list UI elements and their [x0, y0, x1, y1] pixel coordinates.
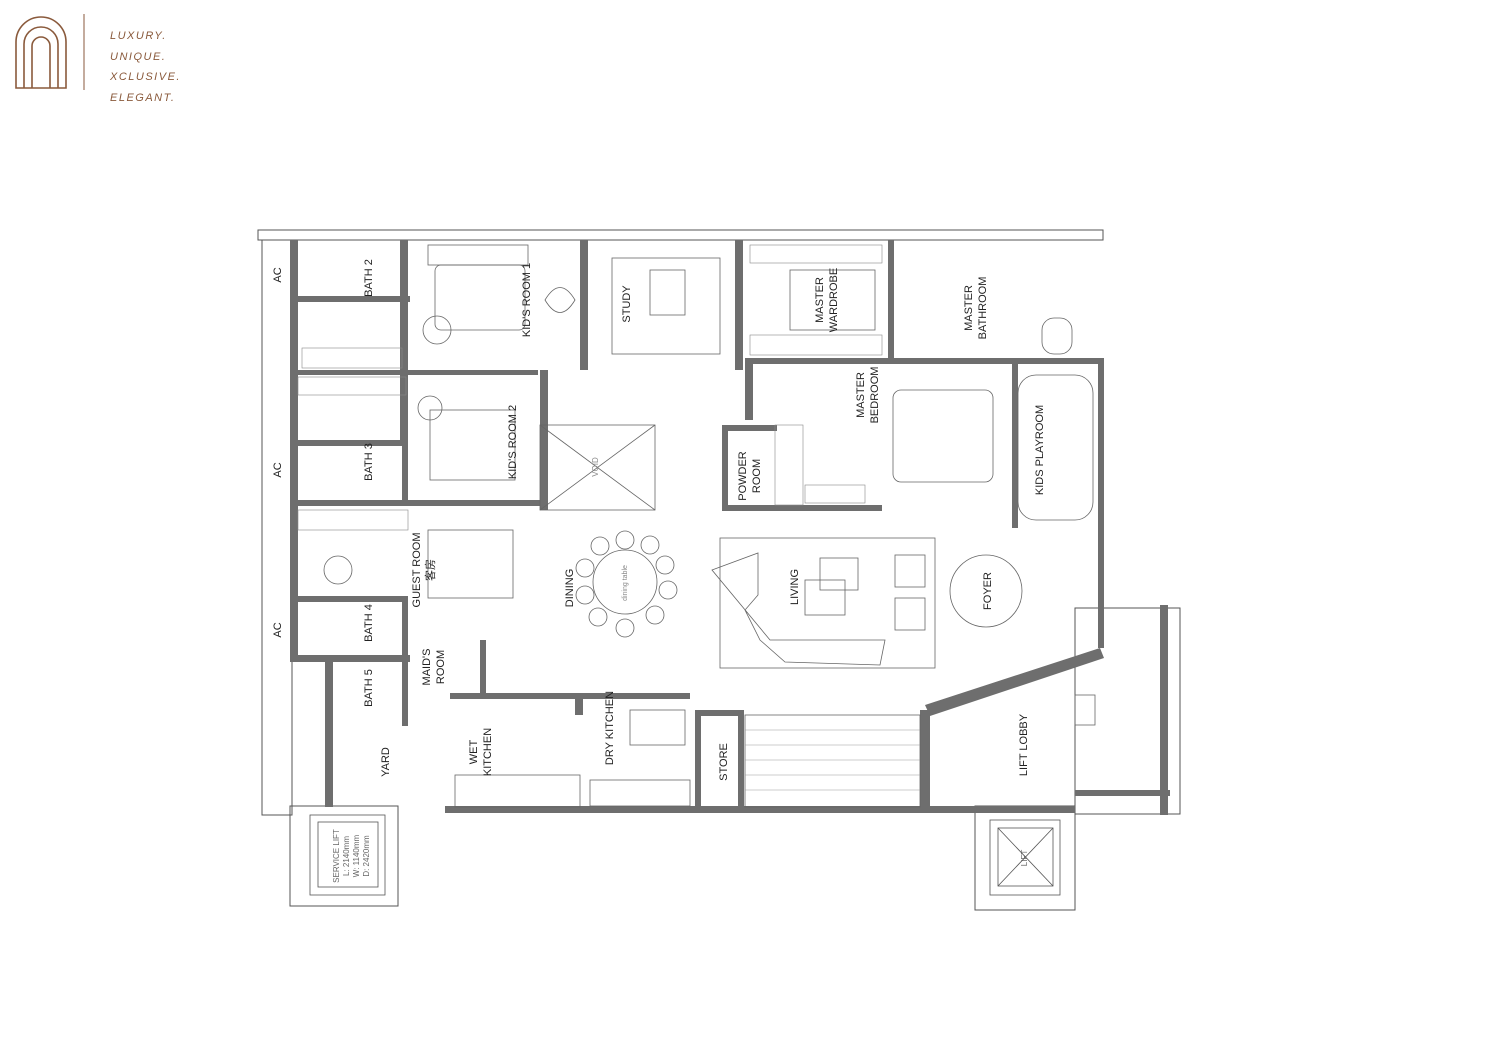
label-guest-room-cn: 客房: [423, 559, 437, 581]
label-study: STUDY: [621, 285, 633, 323]
bed-guest: [427, 529, 514, 599]
label-maids-room-line1: MAID'S: [421, 649, 433, 686]
label-service-lift: SERVICE LIFT: [332, 829, 341, 883]
label-powder-room-line2: ROOM: [751, 459, 763, 493]
tagline-line-2: UNIQUE.: [110, 50, 167, 63]
playroom-rug: [1017, 374, 1094, 521]
bed-master: [892, 389, 994, 483]
label-master-bedroom-line2: BEDROOM: [869, 367, 881, 424]
living-rug: [719, 537, 936, 669]
tagline-line-1: LUXURY.: [110, 30, 167, 42]
walls: [290, 240, 1170, 815]
label-guest-room: GUEST ROOM: [411, 533, 423, 608]
label-ac-3: AC: [272, 622, 284, 637]
label-bath-3: BATH 3: [363, 443, 375, 481]
label-service-lift-l: L: 2140mm: [342, 836, 351, 876]
label-ac-1: AC: [272, 267, 284, 282]
brand-arch-logo-icon: [15, 16, 67, 89]
label-bath-2: BATH 2: [363, 259, 375, 297]
top-ledge: [257, 229, 1104, 241]
label-living: LIVING: [789, 569, 801, 605]
label-dining-table: dining table: [622, 565, 629, 601]
tagline-line-3: XCLUSIVE.: [110, 71, 181, 83]
label-store: STORE: [718, 743, 730, 781]
furniture: [427, 244, 1096, 808]
wardrobe-island: [789, 269, 876, 331]
label-kids-room-2: KID'S ROOM 2: [507, 405, 519, 479]
bed-kids1: [434, 264, 526, 331]
label-wet-kitchen-line1: WET: [468, 740, 480, 765]
label-master-wardrobe-line2: WARDROBE: [828, 268, 840, 332]
label-ac-2: AC: [272, 462, 284, 477]
label-kids-room-1: KID'S ROOM 1: [521, 263, 533, 337]
label-bath-5: BATH 5: [363, 669, 375, 707]
brand-block: LUXURY. UNIQUE. XCLUSIVE. ELEGANT.: [14, 12, 214, 104]
label-service-lift-d: D: 2420mm: [362, 835, 371, 877]
label-void: VOID: [591, 457, 600, 477]
label-yard: YARD: [380, 747, 392, 777]
tagline-line-4: ELEGANT.: [110, 91, 176, 104]
dining-set: [323, 315, 1023, 638]
label-dining: DINING: [564, 569, 576, 608]
label-service-lift-w: W: 1140mm: [352, 834, 361, 877]
label-master-wardrobe-line1: MASTER: [814, 277, 826, 323]
label-master-bedroom-line1: MASTER: [855, 372, 867, 418]
label-lift-lobby: LIFT LOBBY: [1018, 713, 1030, 776]
label-maids-room-line2: ROOM: [435, 650, 447, 684]
label-dry-kitchen: DRY KITCHEN: [604, 691, 616, 765]
label-master-bathroom-line1: MASTER: [963, 285, 975, 331]
label-wet-kitchen-line2: KITCHEN: [482, 728, 494, 776]
label-foyer: FOYER: [982, 572, 994, 610]
bed-kids2: [429, 409, 516, 481]
brand-tagline: LUXURY. UNIQUE. XCLUSIVE. ELEGANT.: [110, 26, 181, 108]
label-bath-4: BATH 4: [363, 604, 375, 642]
void-box: [539, 424, 656, 511]
foyer-round: [949, 554, 1023, 628]
label-lift: LIFT: [1020, 850, 1029, 867]
study-rug: [611, 257, 721, 355]
brand-divider: [83, 14, 85, 90]
label-powder-room-line1: POWDER: [737, 451, 749, 501]
label-master-bathroom-line2: BATHROOM: [977, 277, 989, 340]
label-kids-playroom: KIDS PLAYROOM: [1034, 405, 1046, 495]
